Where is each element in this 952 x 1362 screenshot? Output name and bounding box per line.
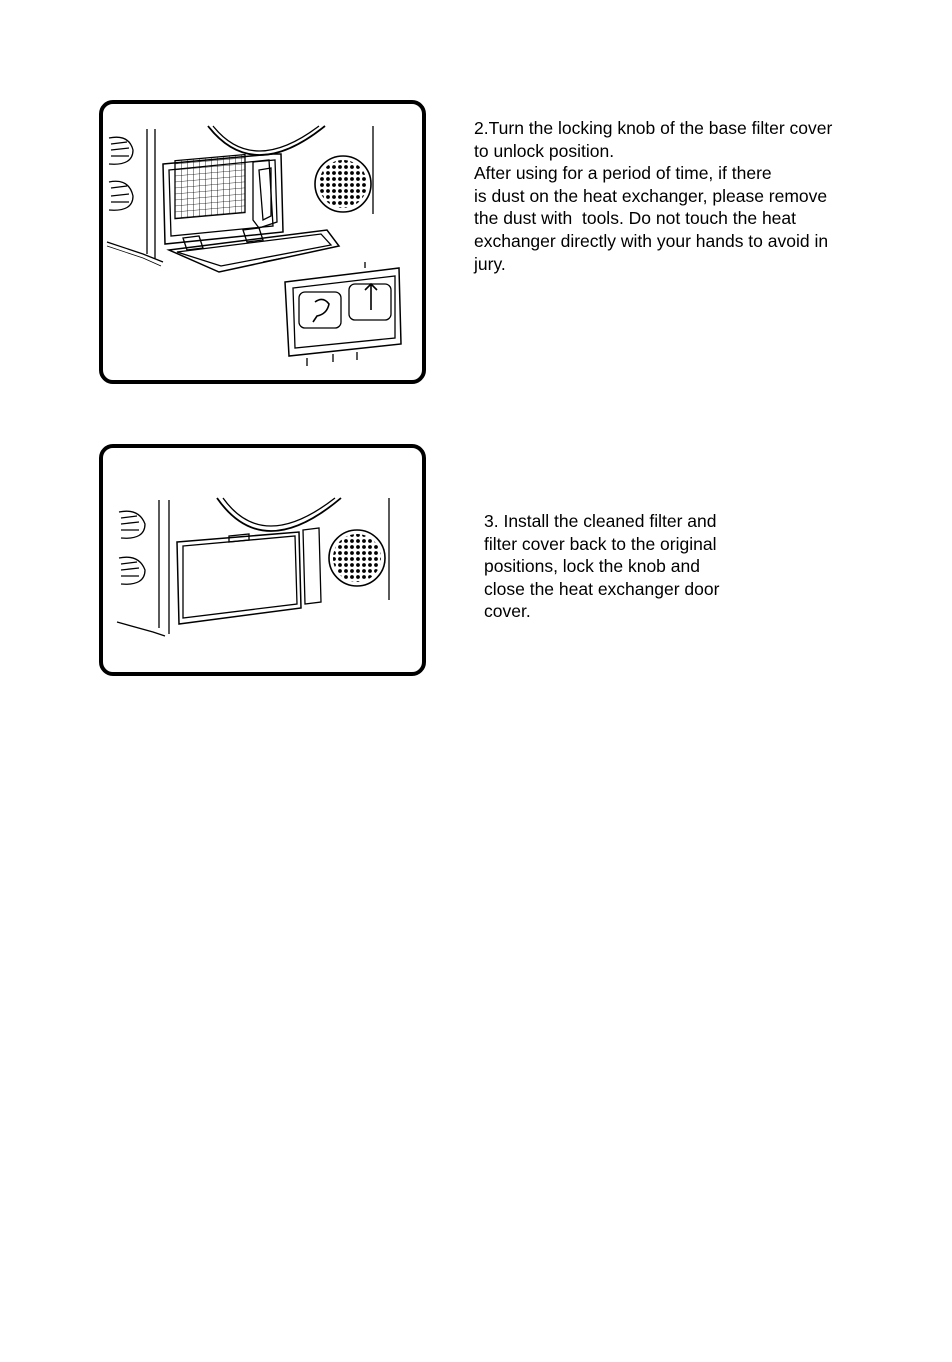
step-2-line: is dust on the heat exchanger, please re… bbox=[474, 185, 828, 206]
knob-unlock-icon bbox=[312, 298, 330, 323]
step-2-line: jury. bbox=[474, 253, 506, 274]
knob-arrow-icon bbox=[364, 282, 378, 310]
step-2-line: After using for a period of time, if the… bbox=[474, 163, 772, 184]
step-2-line: exchanger directly with your hands to av… bbox=[474, 230, 829, 251]
step-3-line: positions, lock the knob and bbox=[484, 556, 700, 577]
step-3-line: close the heat exchanger door bbox=[484, 578, 720, 599]
illustration-open-filter-cover bbox=[99, 100, 426, 384]
step-3-line: filter cover back to the original bbox=[484, 533, 717, 554]
step-3-line: 3. Install the cleaned filter and bbox=[484, 511, 717, 531]
side-knob-icon bbox=[118, 510, 146, 585]
side-knob-icon bbox=[108, 136, 134, 211]
locking-knob-inset bbox=[284, 262, 402, 366]
illustration-closed-filter-cover bbox=[99, 444, 426, 676]
step-2-line: to unlock position. bbox=[474, 140, 615, 161]
step-2-line: the dust with tools. Do not touch the he… bbox=[474, 208, 797, 229]
step-2-line: 2.Turn the locking knob of the base filt… bbox=[474, 118, 833, 138]
step-2-instructions: 2.Turn the locking knob of the base filt… bbox=[474, 117, 832, 275]
step-3-line: cover. bbox=[484, 601, 531, 622]
